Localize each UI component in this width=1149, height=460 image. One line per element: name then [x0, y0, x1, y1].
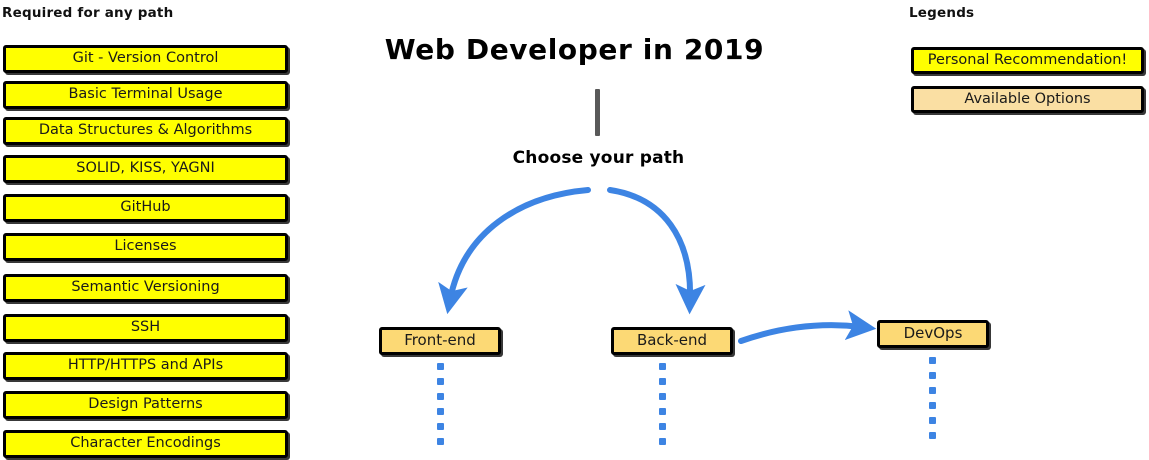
arrow-backend-to-devops: [738, 310, 877, 344]
required-section-heading: Required for any path: [2, 5, 174, 21]
path-box-back-end[interactable]: Back-end: [611, 327, 733, 355]
arrow-root-to-frontend: [438, 187, 591, 315]
dotted-trail-devops: [929, 357, 937, 447]
dotted-trail-back-end: [659, 363, 667, 453]
required-item-http-https-and-apis[interactable]: HTTP/HTTPS and APIs: [3, 352, 288, 380]
path-box-front-end[interactable]: Front-end: [379, 327, 501, 355]
required-item-basic-terminal-usage[interactable]: Basic Terminal Usage: [3, 81, 288, 109]
legend-item-available-options[interactable]: Available Options: [911, 86, 1144, 113]
required-item-github[interactable]: GitHub: [3, 194, 288, 222]
required-item-design-patterns[interactable]: Design Patterns: [3, 391, 288, 419]
required-item-git-version-control[interactable]: Git - Version Control: [3, 45, 288, 73]
page-title: Web Developer in 2019: [384, 33, 765, 66]
legends-section-heading: Legends: [909, 5, 975, 21]
title-stem-connector: [595, 89, 600, 136]
required-item-licenses[interactable]: Licenses: [3, 233, 288, 261]
required-item-data-structures-algorithms[interactable]: Data Structures & Algorithms: [3, 117, 288, 145]
required-item-solid-kiss-yagni[interactable]: SOLID, KISS, YAGNI: [3, 155, 288, 183]
required-item-semantic-versioning[interactable]: Semantic Versioning: [3, 274, 288, 302]
arrow-root-to-backend: [607, 187, 706, 315]
path-box-devops[interactable]: DevOps: [877, 320, 989, 348]
choose-your-path-label: Choose your path: [512, 148, 685, 168]
required-item-ssh[interactable]: SSH: [3, 314, 288, 342]
dotted-trail-front-end: [437, 363, 445, 453]
required-item-character-encodings[interactable]: Character Encodings: [3, 430, 288, 458]
legend-item-personal-recommendation[interactable]: Personal Recommendation!: [911, 47, 1144, 74]
